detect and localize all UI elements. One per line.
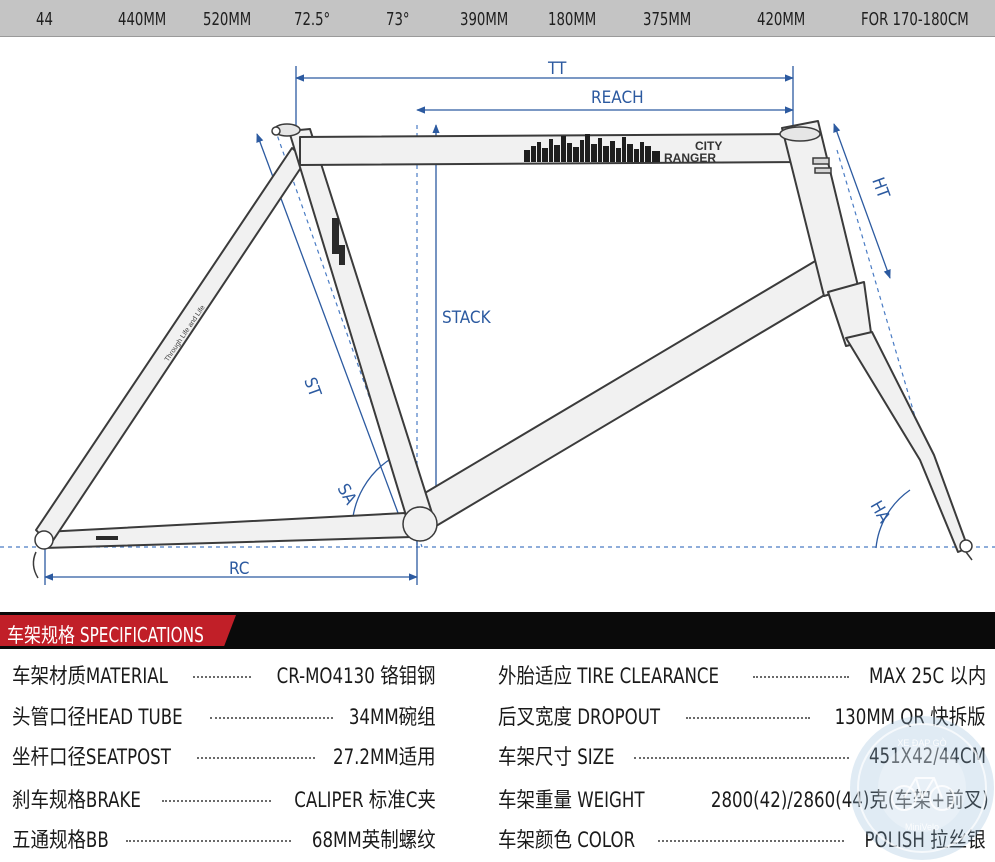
spec-value: MAX 25C 以内	[868, 664, 986, 688]
specifications-title-tag: 车架规格 SPECIFICATIONS	[0, 615, 236, 646]
spec-value: 2800(42)/2860(44)克(车架+前叉)	[710, 788, 989, 812]
frame-decals	[96, 218, 345, 540]
spec-row: 车架材质MATERIAL CR-MO4130 铬钼钢	[12, 658, 436, 692]
spec-value: CALIPER 标准C夹	[294, 788, 436, 812]
geometry-values-bar: 44 440MM 520MM 72.5° 73° 390MM 180MM 375…	[0, 0, 995, 37]
specifications-title: 车架规格 SPECIFICATIONS	[7, 623, 204, 647]
spec-row: 五通规格BB 68MM英制螺纹	[12, 822, 436, 856]
spec-row: 车架颜色 COLOR POLISH 拉丝银	[498, 822, 986, 856]
leader-dots	[193, 676, 252, 678]
geometry-value: 44	[36, 9, 53, 30]
spec-value: 27.2MM适用	[333, 745, 436, 769]
spec-label: 头管口径HEAD TUBE	[12, 705, 183, 729]
frame-details	[32, 123, 973, 579]
spec-label: 车架材质MATERIAL	[12, 664, 168, 688]
spec-label: 坐杆口径SEATPOST	[12, 745, 171, 769]
leader-dots	[209, 717, 334, 719]
specifications-header: 车架规格 SPECIFICATIONS	[0, 612, 995, 649]
watermark-top-text: XE ĐẠP GÒ	[897, 738, 946, 748]
spec-label: 车架重量 WEIGHT	[498, 788, 645, 812]
geometry-value: 520MM	[203, 9, 252, 30]
spec-row: 刹车规格BRAKE CALIPER 标准C夹	[12, 782, 436, 816]
dimension-lines	[44, 66, 911, 585]
spec-value: 68MM英制螺纹	[312, 828, 436, 852]
geometry-value: 73°	[386, 9, 410, 30]
watermark-logo: XE ĐẠP GÒ MiniVelo	[850, 716, 994, 860]
leader-dots	[162, 800, 272, 802]
geometry-value: 420MM	[757, 9, 806, 30]
frame-tubes	[35, 120, 969, 553]
skyline-logo	[524, 134, 660, 162]
spec-row: 车架尺寸 SIZE 451X42/44CM	[498, 739, 986, 773]
spec-label: 外胎适应 TIRE CLEARANCE	[498, 664, 720, 688]
geometry-value: 390MM	[460, 9, 509, 30]
label-stack: STACK	[442, 308, 492, 328]
brand-city: CITY	[695, 139, 722, 153]
leader-dots	[634, 757, 850, 759]
geometry-value: FOR 170-180CM	[861, 9, 969, 30]
geometry-value: 72.5°	[294, 9, 331, 30]
spec-label: 车架颜色 COLOR	[498, 828, 636, 852]
spec-row: 坐杆口径SEATPOST 27.2MM适用	[12, 739, 436, 773]
spec-row: 车架重量 WEIGHT 2800(42)/2860(44)克(车架+前叉)	[498, 782, 989, 816]
label-ha: HA	[866, 498, 895, 527]
geometry-value: 375MM	[643, 9, 692, 30]
leader-dots	[753, 676, 849, 678]
leader-dots	[686, 717, 811, 719]
geometry-value: 180MM	[548, 9, 597, 30]
watermark-bottom-text: MiniVelo	[905, 822, 939, 832]
spec-row: 头管口径HEAD TUBE 34MM碗组	[12, 699, 436, 733]
label-rc: RC	[229, 559, 249, 579]
spec-label: 后叉宽度 DROPOUT	[498, 705, 661, 729]
spec-row: 外胎适应 TIRE CLEARANCE MAX 25C 以内	[498, 658, 986, 692]
spec-label: 五通规格BB	[12, 828, 109, 852]
frame-geometry-diagram: CITY RANGER Through Life and Life TT REA…	[0, 59, 995, 585]
label-reach: REACH	[591, 88, 644, 108]
label-ht: HT	[867, 175, 893, 202]
leader-dots	[125, 840, 292, 842]
spec-value: 34MM碗组	[349, 705, 436, 729]
leader-dots	[196, 757, 316, 759]
spec-value: CR-MO4130 铬钼钢	[277, 664, 436, 688]
label-tt: TT	[547, 59, 567, 79]
label-st: ST	[299, 375, 325, 400]
geometry-value: 440MM	[118, 9, 167, 30]
spec-row: 后叉宽度 DROPOUT 130MM QR 快拆版	[498, 699, 986, 733]
brand-ranger: RANGER	[664, 151, 716, 165]
spec-label: 车架尺寸 SIZE	[498, 745, 615, 769]
spec-value: 451X42/44CM	[869, 744, 986, 768]
leader-dots	[657, 840, 845, 842]
spec-label: 刹车规格BRAKE	[12, 788, 141, 812]
